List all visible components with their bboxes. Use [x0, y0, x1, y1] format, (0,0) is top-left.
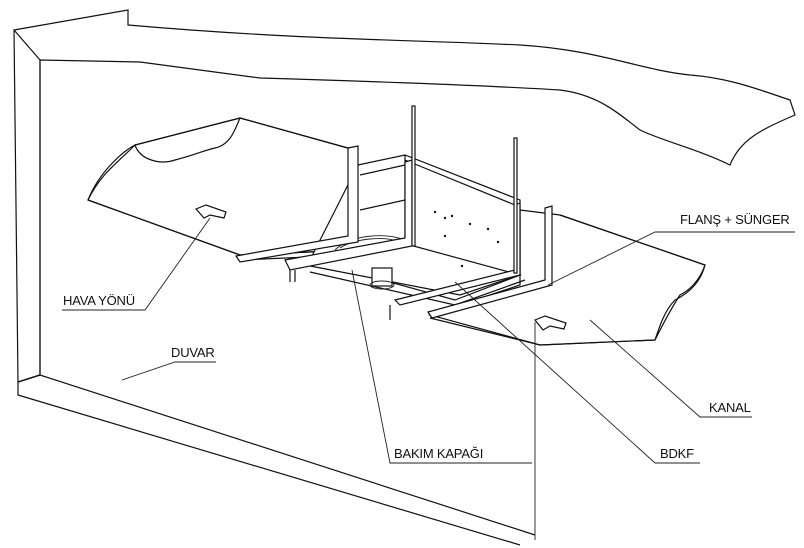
left-duct	[87, 117, 356, 261]
label-hava-yonu: HAVA YÖNÜ	[63, 293, 135, 308]
right-duct	[427, 209, 706, 346]
screw-dots	[433, 210, 517, 268]
label-duvar: DUVAR	[171, 345, 215, 360]
hanger-rods	[411, 105, 518, 274]
label-bdkf: BDKF	[660, 446, 694, 461]
airflow-arrow-left	[194, 204, 227, 219]
wall-outline	[13, 9, 796, 546]
airflow-arrow-right	[534, 315, 567, 331]
leader-lines	[62, 217, 795, 540]
label-kanal: KANAL	[709, 400, 751, 415]
label-bakim-kapagi: BAKIM KAPAĞI	[394, 446, 484, 461]
motor-icon	[371, 267, 393, 287]
label-flans-sunger: FLANŞ + SÜNGER	[680, 212, 790, 227]
